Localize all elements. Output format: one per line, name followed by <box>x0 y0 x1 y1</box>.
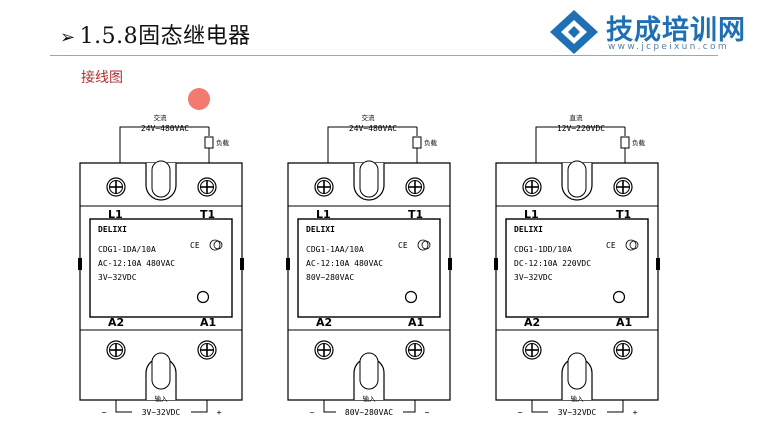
relay-1-terminal-t1: T1 <box>200 208 215 221</box>
relay-1-rating: AC-12:10A 480VAC <box>98 259 175 268</box>
relay-2-ce-mark: CE <box>398 241 408 250</box>
relay-1-input-plus: + <box>217 408 222 417</box>
relay-1-terminal-a2: A2 <box>108 316 124 329</box>
relay-2-screw-l1 <box>314 177 334 197</box>
relay-2-rating: AC-12:10A 480VAC <box>306 259 383 268</box>
logo-name: 技成培训网 <box>606 15 746 46</box>
relay-3-bottom-wiring: 输入 3V~32VDC − + <box>518 394 638 417</box>
relay-1-input-voltage: 3V~32VDC <box>142 408 181 417</box>
relay-2-input-voltage: 80V~280VAC <box>345 408 393 417</box>
relay-2-input-plus: ~ <box>425 408 430 417</box>
slide-header: ➢1.5.8固态继电器 技成培训网 www.jcpeixun.com <box>0 0 768 58</box>
relay-3-terminal-l1: L1 <box>524 208 539 221</box>
relay-2-terminal-l1: L1 <box>316 208 331 221</box>
relay-3-input-minus: − <box>518 408 523 417</box>
relay-3-top-kind: 直流 <box>570 113 584 122</box>
relay-1-control: 3V~32VDC <box>98 273 137 282</box>
relay-3-input-voltage: 3V~32VDC <box>558 408 597 417</box>
slide-title-text: 1.5.8固态继电器 <box>79 24 251 49</box>
relay-2-ccc-mark-icon <box>417 239 431 251</box>
relay-1-input-minus: − <box>102 408 107 417</box>
relay-2-input-label: 输入 <box>363 394 377 403</box>
relay-3-screw-t1 <box>613 177 633 197</box>
relay-unit-3: 直流 12V~220VDC 负载 L1 T1 A2 A1 DELIXI CE <box>494 113 660 417</box>
relay-2-screw-t1 <box>405 177 425 197</box>
relay-1-screw-a1 <box>197 340 217 360</box>
relay-1-label-plate <box>89 218 233 318</box>
section-subtitle: 接线图 <box>81 70 123 86</box>
brand-logo: 技成培训网 www.jcpeixun.com <box>548 8 758 56</box>
relay-1-screw-a2 <box>106 340 126 360</box>
relay-3-screw-l1 <box>522 177 542 197</box>
relay-3-load-resistor <box>620 136 630 149</box>
relay-2-bottom-wiring: 输入 80V~280VAC ~ ~ <box>310 394 430 417</box>
relay-2-top-voltage: 24V~480VAC <box>349 124 397 133</box>
relay-1-load-label: 负载 <box>216 138 230 147</box>
relay-3-control: 3V~32VDC <box>514 273 553 282</box>
relay-1-body: L1 T1 A2 A1 DELIXI CE CDG1-1DA/10A AC-12… <box>78 160 244 401</box>
relay-2-terminal-a2: A2 <box>316 316 332 329</box>
relay-3-body: L1 T1 A2 A1 DELIXI CE CDG1-1DD/10A DC-12… <box>494 160 660 401</box>
slide-title: ➢1.5.8固态继电器 <box>60 18 251 50</box>
relay-1-bottom-wiring: 输入 3V~32VDC − + <box>102 394 222 417</box>
relay-1-ce-mark: CE <box>190 241 200 250</box>
relay-1-top-voltage: 24V~480VAC <box>141 124 189 133</box>
relay-3-screw-a2 <box>522 340 542 360</box>
relay-3-ce-mark: CE <box>606 241 616 250</box>
relay-1-indicator-led <box>196 290 210 304</box>
relay-3-top-wiring: 直流 12V~220VDC 负载 <box>535 113 646 163</box>
relay-unit-2: 交流 24V~480VAC 负载 L1 T1 A2 A1 DELIXI CE <box>286 113 452 417</box>
arrow-bullet-icon: ➢ <box>60 27 76 48</box>
relay-2-control: 80V~280VAC <box>306 273 354 282</box>
relay-unit-1: 交流 24V~480VAC 负载 L1 T1 A2 A1 DELIXI CE <box>78 113 244 417</box>
relay-1-screw-t1 <box>197 177 217 197</box>
relay-3-terminal-t1: T1 <box>616 208 631 221</box>
relay-1-terminal-l1: L1 <box>108 208 123 221</box>
relay-1-model: CDG1-1DA/10A <box>98 245 156 254</box>
relay-2-terminal-t1: T1 <box>408 208 423 221</box>
relay-3-label-plate <box>505 218 649 318</box>
relay-3-input-plus: + <box>633 408 638 417</box>
relay-2-indicator-led <box>404 290 418 304</box>
relay-2-screw-a2 <box>314 340 334 360</box>
relay-3-input-label: 输入 <box>571 394 585 403</box>
laser-pointer-dot <box>188 88 210 110</box>
relay-1-screw-l1 <box>106 177 126 197</box>
relay-3-rating: DC-12:10A 220VDC <box>514 259 591 268</box>
relay-2-brand: DELIXI <box>306 225 335 234</box>
relay-3-top-voltage: 12V~220VDC <box>557 124 605 133</box>
relay-3-screw-a1 <box>613 340 633 360</box>
relay-3-load-label: 负载 <box>632 138 646 147</box>
relay-1-top-kind: 交流 <box>154 113 168 122</box>
relay-2-model: CDG1-1AA/10A <box>306 245 364 254</box>
relay-2-load-label: 负载 <box>424 138 438 147</box>
logo-url: www.jcpeixun.com <box>608 42 729 52</box>
relay-1-load-resistor <box>204 136 214 149</box>
relay-2-input-minus: ~ <box>310 408 315 417</box>
relay-3-model: CDG1-1DD/10A <box>514 245 572 254</box>
relay-2-top-wiring: 交流 24V~480VAC 负载 <box>327 113 438 163</box>
relay-3-ccc-mark-icon <box>625 239 639 251</box>
relay-2-top-kind: 交流 <box>362 113 376 122</box>
relay-2-label-plate <box>297 218 441 318</box>
diamond-logo-icon <box>550 10 598 54</box>
relay-2-load-resistor <box>412 136 422 149</box>
relay-2-body: L1 T1 A2 A1 DELIXI CE CDG1-1AA/10A AC-12… <box>286 160 452 401</box>
relay-1-brand: DELIXI <box>98 225 127 234</box>
relay-2-terminal-a1: A1 <box>408 316 424 329</box>
relay-1-ccc-mark-icon <box>209 239 223 251</box>
header-divider <box>50 55 718 56</box>
relay-1-terminal-a1: A1 <box>200 316 216 329</box>
relay-3-terminal-a1: A1 <box>616 316 632 329</box>
relay-1-top-wiring: 交流 24V~480VAC 负载 <box>119 113 230 163</box>
relay-3-brand: DELIXI <box>514 225 543 234</box>
relay-3-terminal-a2: A2 <box>524 316 540 329</box>
relay-2-screw-a1 <box>405 340 425 360</box>
relay-1-input-label: 输入 <box>155 394 169 403</box>
relay-3-indicator-led <box>612 290 626 304</box>
